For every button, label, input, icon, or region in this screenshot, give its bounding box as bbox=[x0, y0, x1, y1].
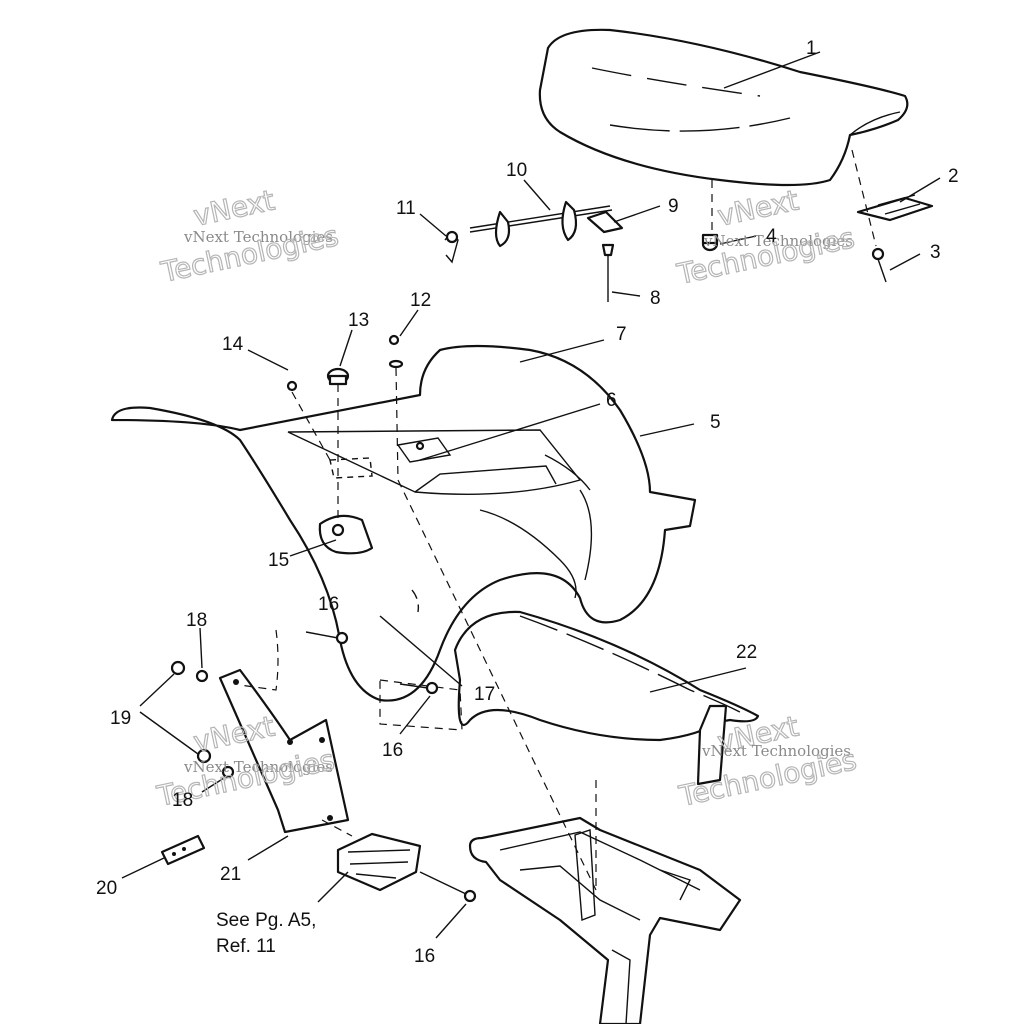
svg-text:vNext: vNext bbox=[191, 184, 278, 233]
callout-3: 3 bbox=[930, 242, 941, 263]
fender-22 bbox=[453, 610, 760, 786]
callout-14: 14 bbox=[222, 334, 244, 355]
svg-text:vNext: vNext bbox=[715, 184, 802, 233]
fender-17-guides bbox=[305, 631, 463, 731]
seat-latch-assembly bbox=[444, 200, 624, 264]
bolt-8 bbox=[601, 243, 615, 302]
callout-13: 13 bbox=[348, 310, 369, 331]
mount-plate-15 bbox=[318, 514, 374, 555]
leader-lines bbox=[121, 51, 941, 939]
callout-1: 1 bbox=[806, 38, 817, 59]
seat bbox=[538, 28, 909, 187]
callout-19: 19 bbox=[110, 708, 131, 729]
plate-20 bbox=[160, 834, 206, 866]
fender-hardware bbox=[286, 334, 404, 520]
callout-4: 4 bbox=[766, 226, 777, 247]
callout-10: 10 bbox=[506, 160, 527, 181]
callout-labels: 1 2 3 4 5 6 7 8 9 10 11 12 13 14 15 16 1… bbox=[96, 38, 959, 967]
callout-9: 9 bbox=[668, 196, 679, 217]
callout-5: 5 bbox=[710, 412, 721, 433]
reference-note: See Pg. A5, Ref. 11 bbox=[216, 910, 316, 957]
footrest bbox=[321, 819, 477, 903]
nut-4 bbox=[701, 233, 719, 252]
svg-text:vNext Technologies: vNext Technologies bbox=[701, 742, 851, 760]
callout-7: 7 bbox=[616, 324, 627, 345]
svg-text:vNext Technologies: vNext Technologies bbox=[703, 232, 853, 250]
callout-20: 20 bbox=[96, 878, 117, 899]
seat-bracket bbox=[856, 194, 934, 222]
callout-21: 21 bbox=[220, 864, 241, 885]
watermark-1: vNext vNext Technologies Technologies bbox=[157, 183, 342, 290]
nuts-18-19 bbox=[170, 660, 235, 779]
rear-fender bbox=[110, 344, 697, 702]
callout-6: 6 bbox=[606, 390, 617, 411]
callout-16b: 16 bbox=[382, 740, 403, 761]
screw-3 bbox=[871, 247, 887, 283]
callout-16a: 16 bbox=[318, 594, 339, 615]
fender-plate bbox=[329, 437, 452, 479]
callout-18a: 18 bbox=[186, 610, 207, 631]
callout-11: 11 bbox=[396, 198, 416, 219]
callout-16c: 16 bbox=[414, 946, 435, 967]
frame bbox=[468, 816, 742, 1024]
callout-12: 12 bbox=[410, 290, 431, 311]
svg-text:vNext Technologies: vNext Technologies bbox=[183, 758, 333, 776]
callout-8: 8 bbox=[650, 288, 661, 309]
svg-text:vNext Technologies: vNext Technologies bbox=[183, 228, 333, 246]
note-line-1: See Pg. A5, bbox=[216, 910, 316, 931]
callout-2: 2 bbox=[948, 166, 959, 187]
callout-17: 17 bbox=[474, 684, 495, 705]
mud-flap bbox=[218, 629, 350, 834]
callout-22: 22 bbox=[736, 642, 757, 663]
callout-15: 15 bbox=[268, 550, 289, 571]
callout-18b: 18 bbox=[172, 790, 193, 811]
note-line-2: Ref. 11 bbox=[216, 936, 276, 957]
